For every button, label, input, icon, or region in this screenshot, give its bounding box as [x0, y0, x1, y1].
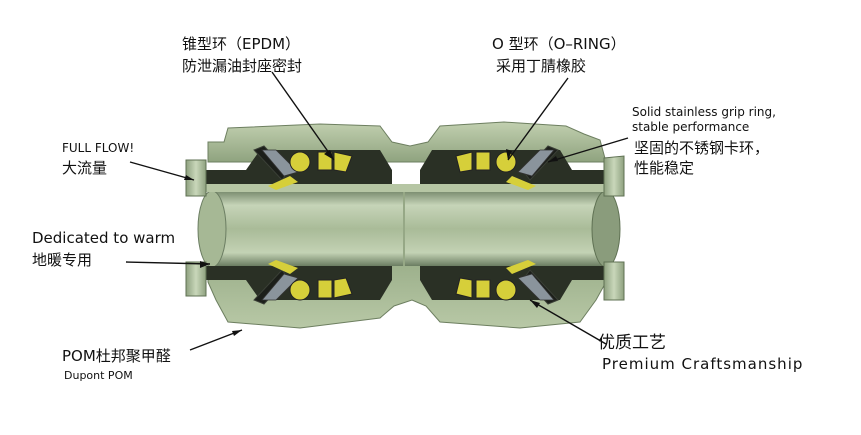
leader-warm	[125, 261, 211, 265]
full-flow-label-zh: 大流量	[62, 159, 108, 177]
leader-oring	[507, 77, 569, 161]
epdm-ring-desc: 防泄漏油封座密封	[182, 57, 303, 75]
leader-craft	[529, 299, 607, 345]
seal-set-lower-left	[253, 260, 353, 305]
leader-epdm	[271, 71, 335, 161]
inner-pipe	[197, 190, 621, 268]
grip-ring-label-zh-1: 坚固的不锈钢卡环，	[634, 139, 770, 157]
warm-label-zh: 地暖专用	[32, 251, 93, 269]
left-end-cap	[185, 159, 207, 297]
leader-grip	[547, 137, 629, 163]
warm-label-en: Dedicated to warm	[32, 229, 176, 247]
o-ring-desc: 采用丁腈橡胶	[496, 57, 587, 75]
full-flow-label-en: FULL FLOW!	[62, 141, 135, 155]
craft-label-en: Premium Craftsmanship	[602, 355, 804, 373]
craft-label-zh: 优质工艺	[598, 333, 666, 353]
grip-ring-label-en-2: stable performance	[632, 120, 750, 134]
grip-ring-label-en-1: Solid stainless grip ring,	[632, 105, 776, 119]
leader-arrowheads	[184, 149, 558, 336]
leader-lines	[125, 71, 629, 351]
pom-label-en: Dupont POM	[64, 369, 133, 382]
leader-fullflow	[129, 161, 195, 181]
pom-label-zh: POM杜邦聚甲醛	[62, 347, 171, 365]
right-end-cap	[603, 155, 625, 301]
grip-ring-label-zh-2: 性能稳定	[634, 159, 695, 177]
seal-set-upper-left	[253, 145, 353, 190]
epdm-ring-title: 锥型环（EPDM）	[182, 35, 301, 53]
seal-set-lower-right	[455, 260, 559, 305]
o-ring-title: O 型环（O–RING）	[492, 35, 626, 53]
